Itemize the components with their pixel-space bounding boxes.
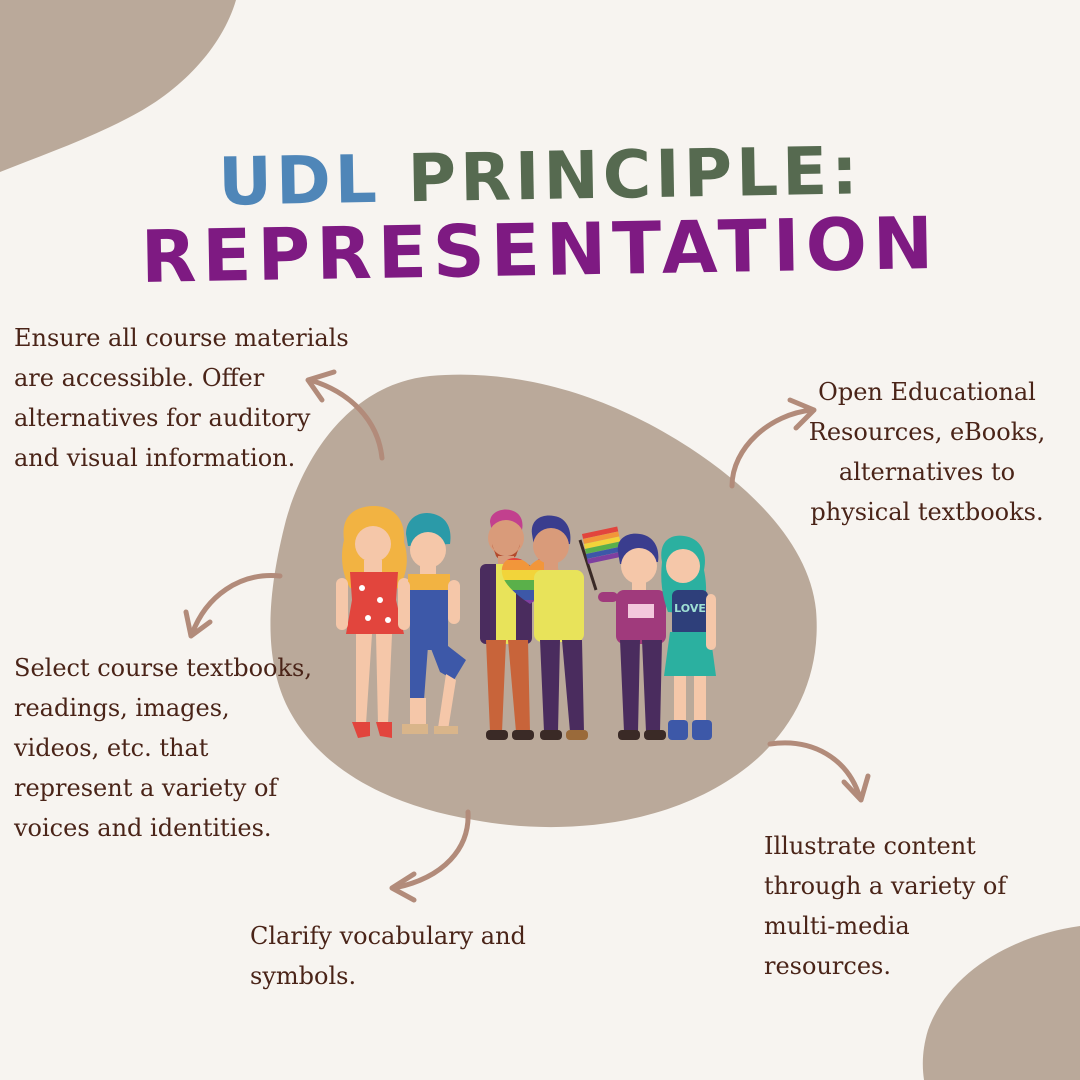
callout-multimedia: Illustrate content through a variety of … (764, 832, 1007, 980)
person-4 (531, 515, 588, 740)
callout-open-educational-resources: Open Educational Resources, eBooks, alte… (808, 378, 1046, 526)
corner-blob-top-left (0, 0, 236, 172)
arrow-top-right (729, 397, 817, 489)
person-2 (398, 512, 466, 734)
arrow-bottom-right (767, 740, 871, 803)
person-3 (480, 509, 534, 740)
arrow-mid-left (183, 573, 283, 639)
person-6: LOVE (661, 535, 716, 740)
pride-flag (578, 526, 624, 591)
callout-vocabulary-symbols: Clarify vocabulary and symbols. (250, 922, 526, 990)
shirt-love-text: LOVE (674, 602, 706, 615)
callout-diverse-materials: Select course textbooks, readings, image… (14, 654, 312, 842)
callout-accessible-materials: Ensure all course materials are accessib… (14, 324, 349, 472)
corner-blob-bottom-right (922, 926, 1080, 1080)
person-5 (598, 533, 666, 740)
arrow-top-left (305, 369, 385, 461)
person-1 (336, 506, 410, 738)
arrow-bottom-center (389, 809, 471, 903)
